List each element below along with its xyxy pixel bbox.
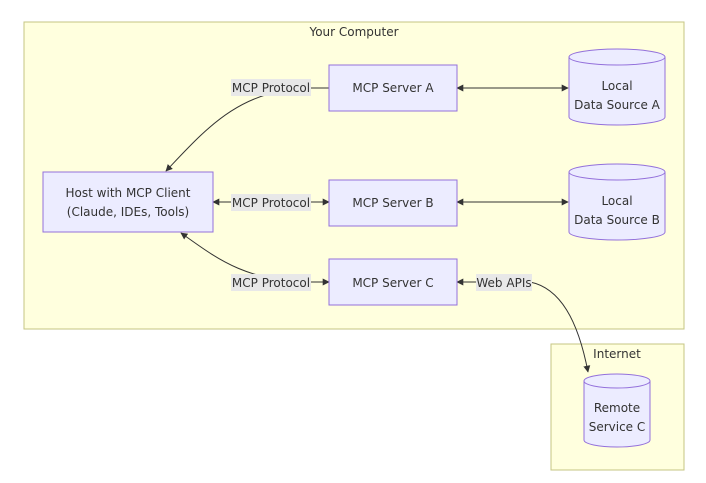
- svg-text:MCP Protocol: MCP Protocol: [232, 81, 310, 95]
- node-mcp-server-a[interactable]: MCP Server A: [328, 64, 458, 112]
- node-server-a-label: MCP Server A: [352, 81, 434, 95]
- node-mcp-server-b[interactable]: MCP Server B: [328, 179, 458, 227]
- node-host-mcp-client[interactable]: Host with MCP Client (Claude, IDEs, Tool…: [42, 171, 214, 233]
- node-server-b-label: MCP Server B: [352, 196, 433, 210]
- edge-label-protocol-a: MCP Protocol: [231, 79, 311, 96]
- node-host-line1: Host with MCP Client: [66, 186, 191, 200]
- edge-server-c-to-remote: [456, 278, 591, 373]
- node-remote-service-c[interactable]: Remote Service C: [583, 373, 651, 448]
- svg-text:MCP Protocol: MCP Protocol: [232, 276, 310, 290]
- edge-label-protocol-b: MCP Protocol: [231, 194, 311, 211]
- node-local-data-source-a[interactable]: Local Data Source A: [568, 48, 666, 126]
- edge-label-protocol-c: MCP Protocol: [231, 274, 311, 291]
- node-mcp-server-c[interactable]: MCP Server C: [328, 258, 458, 306]
- node-data-a-line1: Local: [601, 79, 632, 93]
- node-remote-line2: Service C: [589, 420, 646, 434]
- node-data-b-line2: Data Source B: [574, 213, 660, 227]
- svg-text:Web APIs: Web APIs: [476, 276, 531, 290]
- node-data-a-line2: Data Source A: [574, 98, 660, 112]
- node-local-data-source-b[interactable]: Local Data Source B: [568, 163, 666, 241]
- cluster-your-computer-label: Your Computer: [308, 25, 398, 39]
- node-server-c-label: MCP Server C: [352, 276, 433, 290]
- cluster-internet-label: Internet: [593, 347, 641, 361]
- node-remote-line1: Remote: [594, 401, 640, 415]
- svg-text:MCP Protocol: MCP Protocol: [232, 196, 310, 210]
- node-data-b-line1: Local: [601, 194, 632, 208]
- edge-label-web-apis: Web APIs: [476, 274, 532, 291]
- node-host-line2: (Claude, IDEs, Tools): [67, 205, 189, 219]
